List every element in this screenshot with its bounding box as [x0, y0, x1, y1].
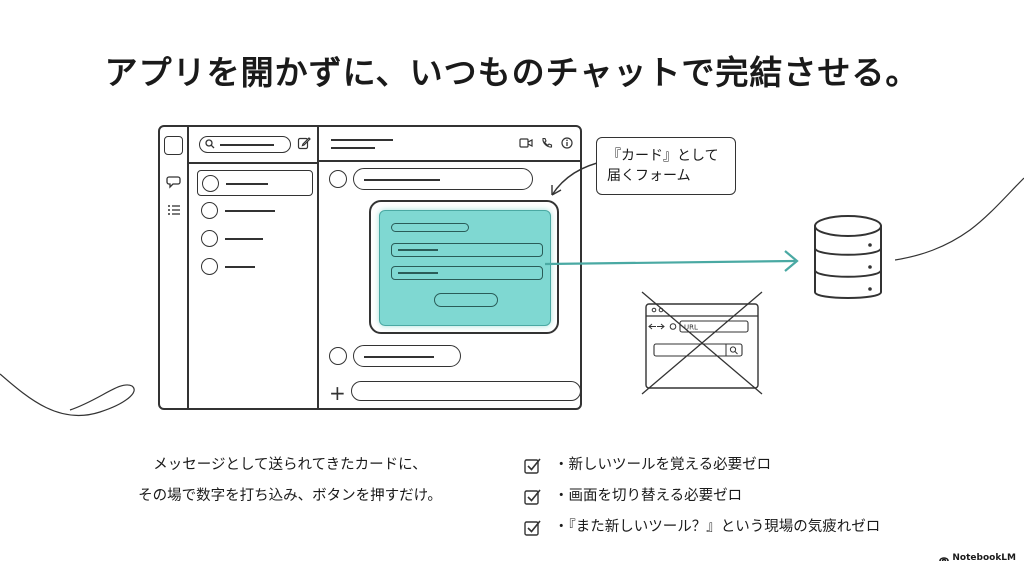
- callout-line-2: 届くフォーム: [607, 168, 691, 184]
- chat-icon[interactable]: [166, 173, 182, 189]
- benefit-text: ・『また新しいツール？』という現場の気疲れゼロ: [554, 519, 881, 535]
- search-placeholder-line: [220, 144, 274, 146]
- chat-header: [319, 127, 580, 162]
- avatar: [201, 258, 218, 275]
- conversation-item-selected[interactable]: [197, 170, 313, 196]
- description-line-2: その場で数字を打ち込み、ボタンを押すだけ。: [138, 488, 442, 504]
- decorative-curve-right: [895, 177, 1024, 261]
- card-message: [369, 200, 559, 334]
- benefit-item: ・新しいツールを覚える必要ゼロ: [524, 450, 964, 481]
- chat-title-line: [331, 139, 393, 141]
- benefit-item: ・画面を切り替える必要ゼロ: [524, 481, 964, 512]
- chat-pane: +: [319, 127, 581, 408]
- message-bubble: [353, 168, 533, 190]
- add-attachment-icon[interactable]: +: [329, 381, 346, 405]
- app-rail: [160, 127, 189, 408]
- page-title: アプリを開かずに、いつものチャットで完結させる。: [104, 53, 920, 92]
- description-line-1: メッセージとして送られてきたカードに、: [153, 457, 427, 473]
- conversation-item[interactable]: [197, 198, 313, 224]
- chat-app-window: +: [158, 125, 582, 410]
- avatar: [201, 202, 218, 219]
- benefit-text: ・新しいツールを覚える必要ゼロ: [554, 457, 772, 473]
- field-placeholder-line: [398, 272, 438, 274]
- conversation-item[interactable]: [197, 254, 313, 280]
- card-callout: 『カード』として 届くフォーム: [596, 137, 736, 195]
- app-logo-square: [164, 136, 183, 155]
- edit-icon[interactable]: [297, 136, 311, 150]
- phone-icon[interactable]: [541, 137, 553, 149]
- avatar: [201, 230, 218, 247]
- card-submit-button[interactable]: [434, 293, 498, 307]
- avatar: [202, 175, 219, 192]
- crossed-out-browser: URL: [641, 291, 763, 395]
- card-label: [391, 223, 469, 232]
- database-icon: [814, 215, 882, 299]
- brand-name: NotebookLM: [952, 553, 1016, 563]
- search-icon: [205, 139, 215, 149]
- video-icon[interactable]: [519, 137, 533, 149]
- description: メッセージとして送られてきたカードに、 その場で数字を打ち込み、ボタンを押すだけ…: [100, 450, 480, 512]
- list-divider: [189, 162, 317, 164]
- card-input-field[interactable]: [391, 266, 543, 280]
- form-card: [379, 210, 551, 326]
- chat-subtitle-line: [331, 147, 375, 149]
- conversation-item[interactable]: [197, 226, 313, 252]
- callout-line-1: 『カード』として: [607, 148, 719, 164]
- list-icon[interactable]: [166, 202, 182, 218]
- benefit-text: ・画面を切り替える必要ゼロ: [554, 488, 743, 504]
- conversation-name-line: [226, 183, 268, 185]
- benefit-list: ・新しいツールを覚える必要ゼロ ・画面を切り替える必要ゼロ ・『また新しいツール…: [524, 450, 964, 543]
- notebooklm-logo: [939, 556, 950, 561]
- brand-watermark: NotebookLM: [939, 552, 1016, 564]
- card-input-field[interactable]: [391, 243, 543, 257]
- field-placeholder-line: [398, 249, 438, 251]
- message-input[interactable]: [351, 381, 581, 401]
- conversation-name-line: [225, 210, 275, 212]
- message-text-line: [364, 179, 440, 181]
- conversation-name-line: [225, 266, 255, 268]
- decorative-curve-left: [0, 373, 135, 417]
- url-text: URL: [684, 324, 698, 332]
- search-input[interactable]: [199, 136, 291, 153]
- message-bubble: [353, 345, 461, 367]
- avatar: [329, 170, 347, 188]
- conversation-name-line: [225, 238, 263, 240]
- check-icon: [524, 520, 541, 536]
- avatar: [329, 347, 347, 365]
- conversation-list: [189, 127, 319, 408]
- check-icon: [524, 489, 541, 505]
- check-icon: [524, 458, 541, 474]
- data-flow-arrow: [545, 250, 799, 272]
- info-icon[interactable]: [561, 137, 573, 149]
- benefit-item: ・『また新しいツール？』という現場の気疲れゼロ: [524, 512, 964, 543]
- message-text-line: [364, 356, 434, 358]
